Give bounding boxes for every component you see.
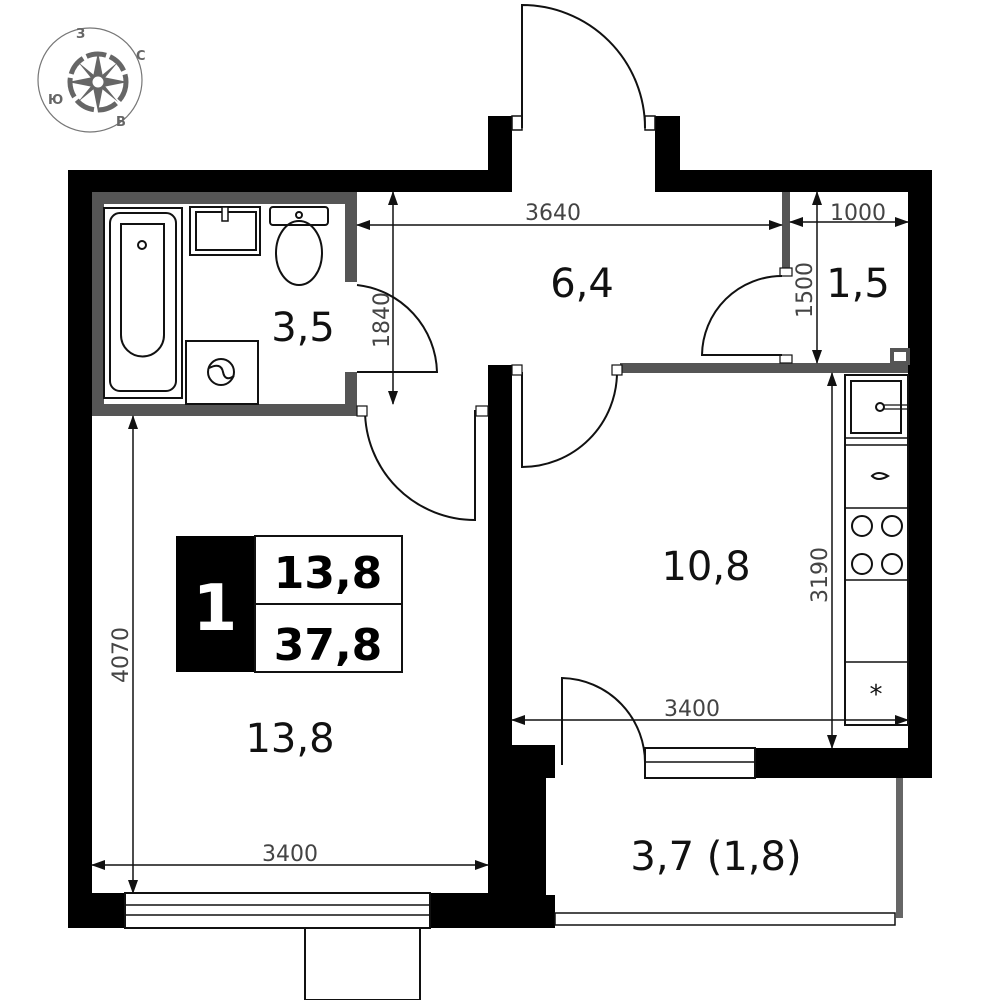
area-hall: 6,4 bbox=[550, 261, 614, 307]
entrance-door[interactable] bbox=[511, 3, 656, 131]
kitchen-door[interactable] bbox=[521, 371, 618, 469]
exterior-walls bbox=[68, 116, 932, 928]
dim-hall-width: 3640 bbox=[525, 201, 581, 226]
dim-bathroom-depth: 1840 bbox=[370, 292, 395, 348]
compass-north: С bbox=[136, 49, 146, 64]
compass-west: З bbox=[76, 27, 85, 42]
area-living: 13,8 bbox=[245, 716, 334, 762]
windows bbox=[124, 747, 896, 1000]
dim-kitchen-width: 3400 bbox=[664, 697, 720, 722]
stove-icon bbox=[851, 515, 903, 575]
dim-kitchen-depth: 3190 bbox=[808, 547, 833, 603]
total-area: 37,8 bbox=[274, 620, 383, 671]
washing-machine-icon bbox=[185, 340, 259, 405]
area-kitchen: 10,8 bbox=[661, 544, 750, 590]
dim-living-width: 3400 bbox=[262, 842, 318, 867]
dim-living-depth: 4070 bbox=[109, 627, 134, 683]
storage-walls bbox=[620, 192, 910, 373]
area-storage: 1,5 bbox=[826, 261, 890, 307]
bathtub-icon bbox=[103, 207, 183, 399]
bathroom-walls bbox=[92, 192, 357, 416]
toilet-icon bbox=[269, 206, 329, 286]
living-area-total: 13,8 bbox=[274, 548, 383, 599]
dimension-lines bbox=[91, 191, 909, 894]
fridge-icon: * bbox=[870, 680, 883, 710]
sink-icon bbox=[189, 206, 261, 256]
compass-east: В bbox=[116, 115, 126, 130]
dim-storage-width: 1000 bbox=[830, 201, 886, 226]
room-count: 1 bbox=[193, 572, 238, 646]
summary-badge: 1 13,8 37,8 bbox=[176, 535, 403, 673]
area-balcony: 3,7 (1,8) bbox=[630, 834, 801, 880]
storage-door[interactable] bbox=[700, 275, 783, 356]
kitchen-counter: * bbox=[844, 374, 909, 726]
bathroom-door[interactable] bbox=[356, 284, 439, 373]
dishwasher-icon bbox=[870, 472, 890, 480]
area-bathroom: 3,5 bbox=[271, 305, 335, 351]
compass-icon: З С Ю В bbox=[37, 27, 146, 133]
kitchen-sink-icon bbox=[875, 402, 908, 412]
dim-storage-depth: 1500 bbox=[793, 262, 818, 318]
compass-south: Ю bbox=[48, 93, 63, 108]
balcony-door[interactable] bbox=[561, 676, 647, 766]
living-room-door[interactable] bbox=[364, 409, 476, 522]
